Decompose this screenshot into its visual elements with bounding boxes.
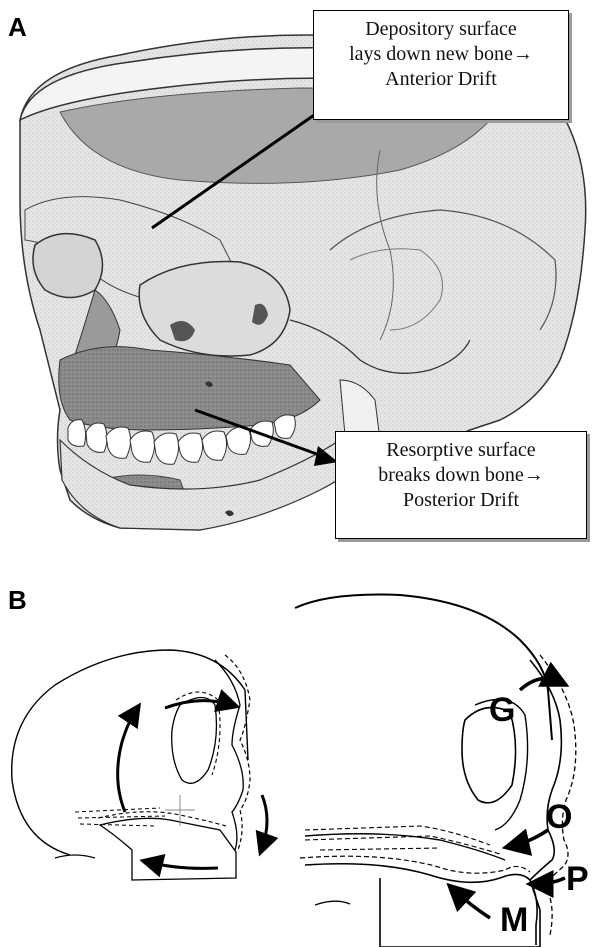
resorptive-callout: Resorptive surface breaks down bone→ Pos… bbox=[335, 431, 587, 539]
left-arrow-left bbox=[118, 710, 136, 812]
left-orbit-dashed bbox=[176, 692, 220, 775]
panel-label-b: B bbox=[8, 585, 27, 616]
left-profile-solid bbox=[215, 660, 243, 850]
left-crosshair bbox=[165, 795, 195, 826]
arrow-m bbox=[454, 890, 490, 918]
left-profile-dashed bbox=[225, 655, 250, 850]
landmark-o: O bbox=[546, 800, 572, 834]
depository-callout: Depository surface lays down new bone→ A… bbox=[313, 10, 569, 120]
landmark-p: P bbox=[566, 862, 589, 896]
left-orbit bbox=[172, 698, 217, 784]
right-squiggle bbox=[315, 901, 350, 905]
left-cranium-outline bbox=[12, 650, 248, 855]
left-arrow-right bbox=[262, 795, 267, 848]
landmark-g: G bbox=[489, 693, 515, 727]
arrow-o bbox=[512, 830, 548, 846]
depository-line-2: lays down new bone→ bbox=[318, 42, 564, 67]
left-squiggle bbox=[55, 855, 95, 858]
left-arrow-bottom bbox=[148, 862, 218, 868]
depository-line-3: Anterior Drift bbox=[318, 67, 564, 92]
left-skull-diagram bbox=[12, 650, 267, 880]
depository-line-1: Depository surface bbox=[318, 17, 564, 42]
landmark-m: M bbox=[500, 903, 528, 937]
arrow-g bbox=[520, 678, 560, 690]
resorptive-line-2: breaks down bone→ bbox=[340, 463, 582, 488]
left-ref-lines bbox=[75, 808, 165, 826]
right-skull-diagram bbox=[295, 595, 576, 947]
right-ref-lines bbox=[305, 826, 500, 854]
left-maxilla bbox=[100, 818, 236, 880]
resorptive-line-3: Posterior Drift bbox=[340, 488, 582, 513]
resorptive-line-1: Resorptive surface bbox=[340, 438, 582, 463]
left-arrow-top bbox=[165, 701, 232, 708]
panel-label-a: A bbox=[8, 12, 27, 43]
